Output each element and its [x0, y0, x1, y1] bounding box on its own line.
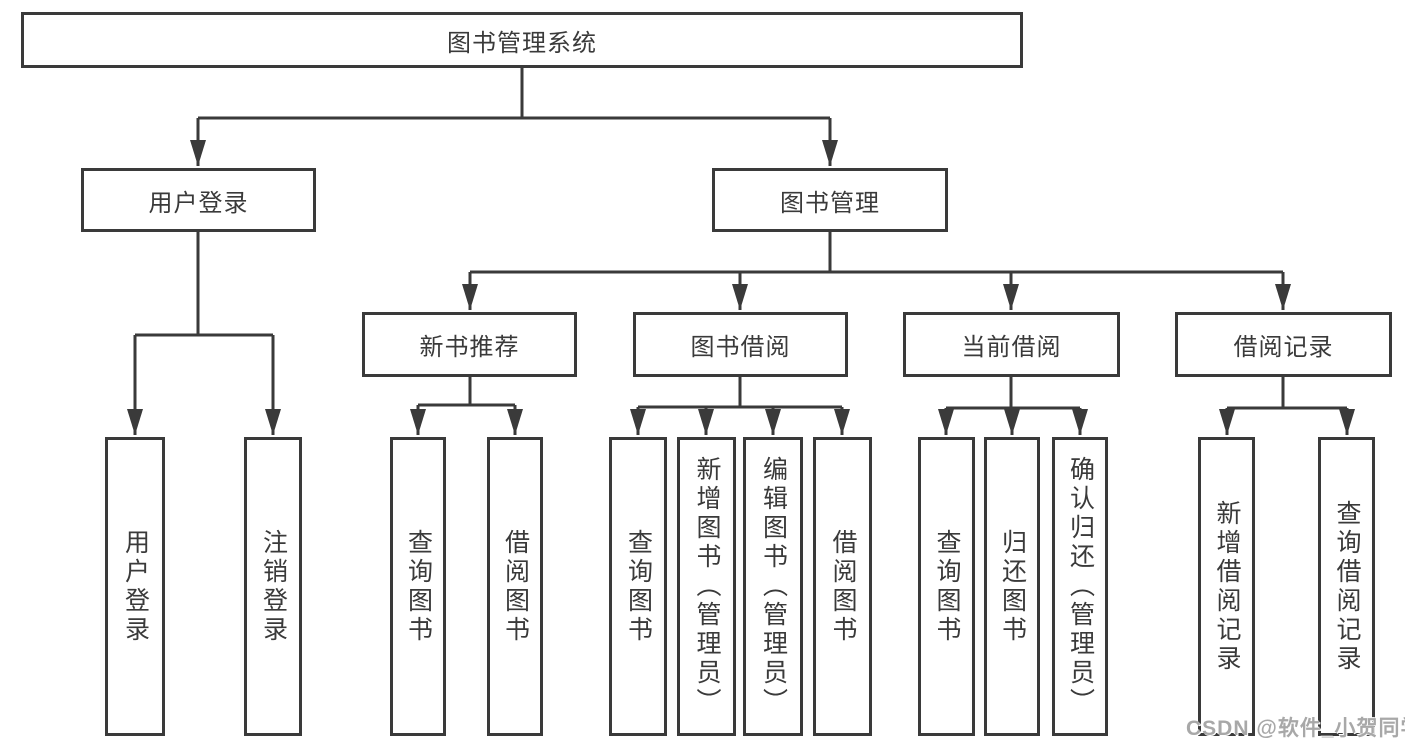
leaf-borrowing-edit-book-admin-label: 编辑图书（管理员）	[759, 456, 788, 717]
leaf-borrowing-borrow-books: 借阅图书	[813, 437, 872, 736]
leaf-borrowing-add-book-admin: 新增图书（管理员）	[677, 437, 736, 736]
leaf-borrowing-query-books: 查询图书	[609, 437, 667, 736]
leaf-current-confirm-return-admin-label: 确认归还（管理员）	[1066, 456, 1095, 717]
leaf-recommend-query-books-label: 查询图书	[404, 528, 433, 645]
leaf-records-add-borrow-record-label: 新增借阅记录	[1213, 499, 1241, 674]
node-borrowing-records-label: 借阅记录	[1233, 334, 1334, 361]
leaf-current-query-books: 查询图书	[918, 437, 975, 736]
leaf-borrowing-add-book-admin-label: 新增图书（管理员）	[693, 456, 721, 717]
node-new-book-recommendation: 新书推荐	[362, 312, 577, 377]
leaf-current-return-books: 归还图书	[984, 437, 1040, 736]
leaf-borrowing-edit-book-admin: 编辑图书（管理员）	[743, 437, 803, 736]
leaf-borrowing-borrow-books-label: 借阅图书	[829, 528, 857, 645]
leaf-current-confirm-return-admin: 确认归还（管理员）	[1052, 437, 1108, 736]
leaf-logout: 注销登录	[244, 437, 302, 736]
node-book-management: 图书管理	[712, 168, 948, 232]
leaf-borrowing-query-books-label: 查询图书	[624, 528, 653, 645]
leaf-recommend-query-books: 查询图书	[390, 437, 446, 736]
node-user-login-branch-label: 用户登录	[148, 189, 249, 217]
node-new-book-recommendation-label: 新书推荐	[419, 334, 520, 361]
node-current-borrowing-label: 当前借阅	[961, 334, 1062, 361]
node-library-management-system: 图书管理系统	[21, 12, 1023, 68]
node-book-borrowing-label: 图书借阅	[690, 334, 791, 361]
node-book-borrowing: 图书借阅	[633, 312, 848, 377]
leaf-records-query-borrow-record-label: 查询借阅记录	[1333, 499, 1361, 674]
node-current-borrowing: 当前借阅	[903, 312, 1120, 377]
leaf-current-query-books-label: 查询图书	[933, 528, 961, 645]
leaf-records-query-borrow-record: 查询借阅记录	[1318, 437, 1375, 736]
node-borrowing-records: 借阅记录	[1175, 312, 1392, 377]
leaf-user-login: 用户登录	[105, 437, 165, 736]
leaf-records-add-borrow-record: 新增借阅记录	[1198, 437, 1255, 736]
csdn-watermark: CSDN @软件_小贺同学	[1186, 717, 1405, 740]
leaf-current-return-books-label: 归还图书	[998, 528, 1027, 645]
leaf-user-login-label: 用户登录	[121, 528, 150, 645]
leaf-recommend-borrow-books: 借阅图书	[487, 437, 543, 736]
leaf-logout-label: 注销登录	[259, 528, 288, 645]
leaf-recommend-borrow-books-label: 借阅图书	[501, 528, 530, 645]
node-user-login-branch: 用户登录	[81, 168, 316, 232]
node-library-management-system-label: 图书管理系统	[447, 29, 597, 57]
node-book-management-label: 图书管理	[780, 189, 880, 217]
